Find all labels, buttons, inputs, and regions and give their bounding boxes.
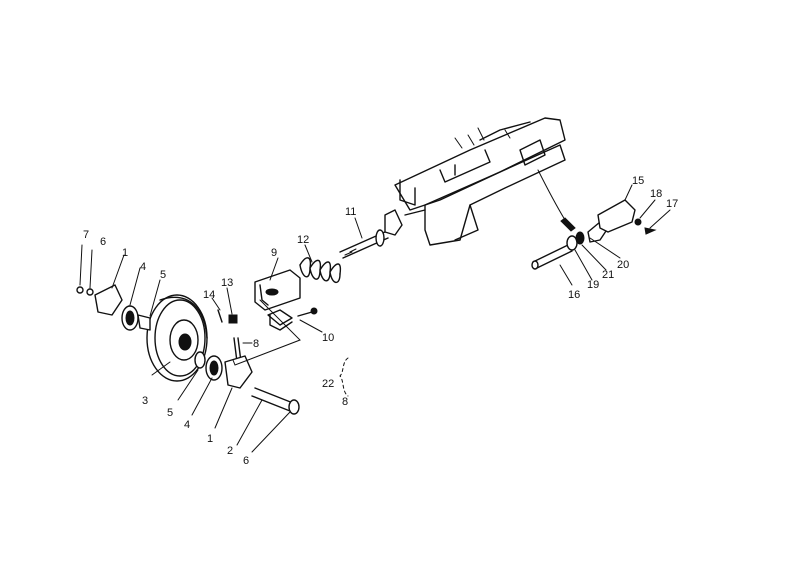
right-bearing-stack [194,351,253,389]
callout-12: 12 [297,234,309,246]
callout-17: 17 [666,198,678,210]
callout-21: 21 [602,269,614,281]
callout-4: 4 [140,261,146,273]
callout-1b: 1 [207,433,213,445]
callout-3: 3 [142,395,148,407]
adjuster-end-parts [531,199,657,270]
callout-4b: 4 [184,419,190,431]
callout-14: 14 [203,289,215,301]
callout-2: 2 [227,445,233,457]
callout-1: 1 [122,247,128,259]
callout-labels: 7 6 1 4 5 14 13 9 12 11 10 8 3 5 4 1 2 6… [83,175,678,467]
callout-6b: 6 [243,455,249,467]
callout-8: 8 [253,338,259,350]
callout-13: 13 [221,277,233,289]
yoke-housing [254,269,301,311]
callout-15: 15 [632,175,644,187]
callout-20: 20 [617,259,629,271]
leader-lines [79,184,671,453]
callout-9: 9 [271,247,277,259]
callout-6: 6 [100,236,106,248]
small-fittings [217,309,238,324]
callout-8b: 8 [342,396,348,408]
callout-11: 11 [345,206,356,218]
callout-7: 7 [83,229,89,241]
bracket-and-bolt [267,307,318,331]
left-bearing-stack [76,284,151,331]
callout-10: 10 [322,332,334,344]
callout-19: 19 [587,279,599,291]
adjuster-rod [339,229,389,259]
callout-22: 22 [322,378,334,390]
callout-16: 16 [568,289,580,301]
recoil-spring [299,257,342,284]
track-frame [384,117,576,246]
idler-wheel [146,294,208,382]
callout-5b: 5 [167,407,173,419]
callout-5: 5 [160,269,166,281]
shaft [251,387,300,415]
callout-18: 18 [650,188,662,200]
